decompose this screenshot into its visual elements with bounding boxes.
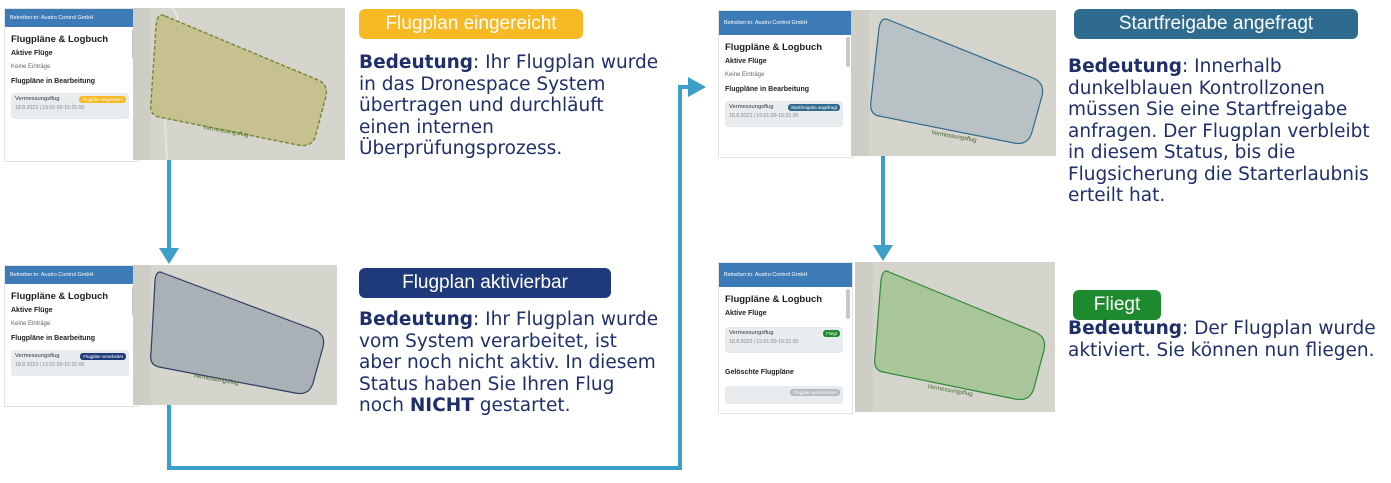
- flight-name: Vermessungsflug: [15, 96, 60, 102]
- arrow-step1-to-step2: [159, 152, 179, 264]
- app-panel-step3: Betreiber:in: Austro Control GmbH Flugpl…: [718, 10, 853, 158]
- flight-card[interactable]: Vermessungsflug 18.8.2023 | 15:01:00-15:…: [725, 101, 843, 127]
- arrow-step3-to-step4: [873, 155, 893, 261]
- arrow-step2-to-step3: [167, 77, 706, 470]
- empty-state: Keine Einträge: [11, 321, 51, 327]
- flight-date: 18.8.2023 | 15:01:00-15:31:00: [15, 105, 85, 111]
- app-panel-step1: Betreiber:in: Austro Control GmbH Flugpl…: [4, 8, 139, 162]
- page-title: Flugpläne & Logbuch: [11, 291, 109, 302]
- flight-date: 18.8.2023 | 15:01:00-15:31:00: [729, 339, 799, 345]
- meaning-text: : Der Flugplan wurde aktiviert. Sie könn…: [1068, 318, 1376, 361]
- operator-header: Betreiber:in: Austro Control GmbH: [5, 9, 138, 27]
- description-step1: Bedeutung: Ihr Flugplan wurde in das Dro…: [359, 52, 659, 160]
- map-step3[interactable]: Vermessungsflug: [851, 10, 1056, 156]
- description-step4: Bedeutung: Der Flugplan wurde aktiviert.…: [1068, 318, 1388, 361]
- status-pill: Flugplan eingereicht: [79, 96, 126, 103]
- operator-header: Betreiber:in: Austro Control GmbH: [719, 263, 852, 287]
- status-badge-submitted: Flugplan eingereicht: [359, 9, 583, 39]
- section-active-flights: Aktive Flüge: [725, 310, 767, 317]
- meaning-text-end: gestartet.: [473, 395, 571, 416]
- section-in-progress: Flugpläne in Bearbeitung: [11, 78, 96, 85]
- flight-card[interactable]: Vermessungsflug 18.8.2023 | 15:01:00-15:…: [11, 350, 129, 376]
- empty-state: Keine Einträge: [11, 64, 51, 70]
- map-canvas: Vermessungsflug: [851, 10, 1056, 156]
- page-title: Flugpläne & Logbuch: [725, 42, 823, 53]
- deleted-flight-card[interactable]: Flugplan geschlossen: [725, 386, 843, 404]
- flight-name: Vermessungsflug: [15, 353, 60, 359]
- description-step3: Bedeutung: Innerhalb dunkelblauen Kontro…: [1068, 56, 1388, 207]
- app-panel-step4: Betreiber:in: Austro Control GmbH Flugpl…: [718, 262, 853, 414]
- scrollbar[interactable]: [846, 37, 850, 67]
- meaning-text: : Ihr Flugplan wurde vom System verarbei…: [359, 309, 659, 416]
- empty-state: Keine Einträge: [725, 72, 765, 78]
- status-badge-clearance-requested: Startfreigabe angefragt: [1074, 9, 1358, 39]
- meaning-label: Bedeutung: [359, 309, 474, 330]
- flight-name: Vermessungsflug: [729, 104, 774, 110]
- map-canvas: Vermessungsflug: [855, 262, 1055, 412]
- flight-date: 18.8.2023 | 15:01:00-15:31:00: [729, 113, 799, 119]
- section-in-progress: Flugpläne in Bearbeitung: [725, 86, 810, 93]
- status-pill: Fliegt: [822, 330, 840, 337]
- section-active-flights: Aktive Flüge: [11, 50, 53, 57]
- status-pill: Flugplan verarbeitet: [80, 353, 126, 360]
- description-step2: Bedeutung: Ihr Flugplan wurde vom System…: [359, 309, 659, 417]
- app-panel-step2: Betreiber:in: Austro Control GmbH Flugpl…: [4, 265, 139, 407]
- flight-card[interactable]: Vermessungsflug 18.8.2023 | 15:01:00-15:…: [725, 327, 843, 353]
- page-title: Flugpläne & Logbuch: [725, 294, 823, 305]
- meaning-label: Bedeutung: [1068, 56, 1183, 77]
- map-step1[interactable]: Vermessungsflug: [133, 8, 345, 160]
- map-step2[interactable]: Vermessungsflug: [133, 265, 337, 405]
- map-step4[interactable]: Vermessungsflug: [855, 262, 1055, 412]
- meaning-text: : Innerhalb dunkelblauen Kontrollzonen m…: [1068, 56, 1370, 206]
- flight-card[interactable]: Vermessungsflug 18.8.2023 | 15:01:00-15:…: [11, 93, 129, 119]
- map-canvas: Vermessungsflug: [133, 265, 337, 405]
- scrollbar[interactable]: [846, 289, 850, 319]
- flight-date: 18.8.2023 | 15:01:00-15:31:00: [15, 362, 85, 368]
- section-active-flights: Aktive Flüge: [725, 58, 767, 65]
- map-canvas: Vermessungsflug: [133, 8, 345, 160]
- section-active-flights: Aktive Flüge: [11, 307, 53, 314]
- page-title: Flugpläne & Logbuch: [11, 34, 109, 45]
- status-pill: Startfreigabe angefragt: [787, 104, 840, 111]
- section-deleted: Gelöschte Flugpläne: [725, 369, 794, 376]
- status-pill: Flugplan geschlossen: [790, 389, 840, 396]
- status-badge-flying: Fliegt: [1073, 290, 1161, 320]
- operator-header: Betreiber:in: Austro Control GmbH: [5, 266, 138, 284]
- section-in-progress: Flugpläne in Bearbeitung: [11, 335, 96, 342]
- operator-header: Betreiber:in: Austro Control GmbH: [719, 11, 852, 35]
- meaning-label: Bedeutung: [359, 52, 474, 73]
- status-badge-activatable: Flugplan aktivierbar: [359, 268, 611, 298]
- meaning-label: Bedeutung: [1068, 318, 1183, 339]
- emphasis-not: NICHT: [409, 395, 474, 416]
- meaning-text: : Ihr Flugplan wurde in das Dronespace S…: [359, 52, 659, 159]
- flight-name: Vermessungsflug: [729, 330, 774, 336]
